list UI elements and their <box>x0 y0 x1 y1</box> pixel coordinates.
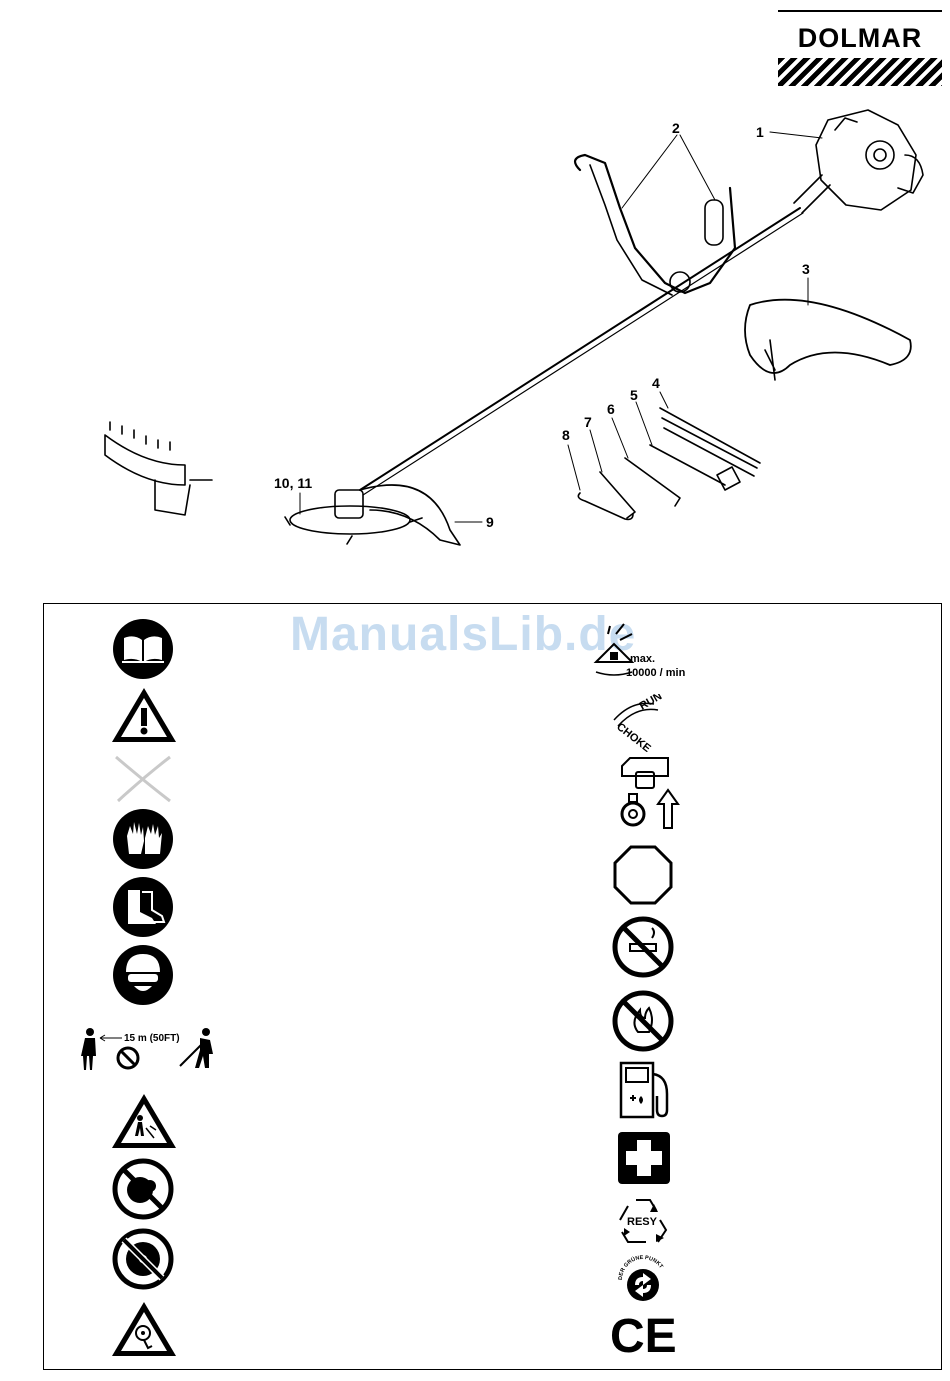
parts-illustration: 1 2 3 4 5 6 7 8 9 10, 11 <box>0 100 950 560</box>
manual-book-icon <box>112 618 174 680</box>
no-open-fire-icon <box>612 990 674 1052</box>
callout-1: 1 <box>756 124 764 140</box>
callout-7: 7 <box>584 414 592 430</box>
callout-2: 2 <box>672 120 680 136</box>
ce-mark-icon: CE <box>610 1312 676 1358</box>
stop-octagon-icon <box>612 844 674 906</box>
no-smoking-icon <box>612 916 674 978</box>
no-saw-blade-icon <box>112 1228 174 1290</box>
brand-stripes <box>778 58 942 86</box>
leader-lines <box>300 132 822 522</box>
kickback-warning-icon <box>110 1300 178 1358</box>
brand-logo: DOLMAR <box>778 10 942 86</box>
harness-drawing <box>745 300 911 380</box>
starter-grip-icon <box>614 756 680 830</box>
callout-10-11: 10, 11 <box>274 475 312 491</box>
fuel-station-icon <box>618 1060 674 1120</box>
boots-icon <box>112 876 174 938</box>
gloves-icon <box>112 808 174 870</box>
ricochet-warning-icon <box>110 1092 178 1150</box>
recycle-icon: RESY <box>614 1194 672 1246</box>
brand-name: DOLMAR <box>778 21 942 55</box>
brand-rule <box>778 10 942 12</box>
max-speed-label: max. <box>630 653 655 665</box>
callout-9: 9 <box>486 514 494 530</box>
callout-6: 6 <box>607 401 615 417</box>
helmet-goggles-icon <box>112 944 174 1006</box>
blade-guard-drawing <box>285 485 460 545</box>
tools-drawing <box>578 408 760 519</box>
handlebar-drawing <box>575 155 735 295</box>
engine-drawing <box>794 110 923 213</box>
gruene-punkt-icon: DER GRÜNE PUNKT <box>614 1254 672 1304</box>
distance-icon: 15 m (50FT) <box>80 1026 220 1074</box>
watermark: ManualsLib.de <box>290 607 636 662</box>
crossed-out-icon <box>114 755 172 803</box>
max-speed-icon: max. 10000 / min <box>590 620 710 682</box>
callout-5: 5 <box>630 387 638 403</box>
no-blade-person-icon <box>112 1158 174 1220</box>
first-aid-icon <box>616 1130 672 1186</box>
choke-choke-label: CHOKE <box>614 721 653 752</box>
ce-mark-label: CE <box>610 1312 676 1358</box>
callout-4: 4 <box>652 375 660 391</box>
callout-3: 3 <box>802 261 810 277</box>
callout-8: 8 <box>562 427 570 443</box>
recycle-label: RESY <box>627 1216 658 1228</box>
distance-label: 15 m (50FT) <box>124 1033 180 1044</box>
choke-icon: RUN CHOKE <box>606 694 686 752</box>
tooth-guard-drawing <box>105 422 212 515</box>
max-speed-value: 10000 / min <box>626 667 686 679</box>
warning-triangle-icon <box>110 686 178 744</box>
